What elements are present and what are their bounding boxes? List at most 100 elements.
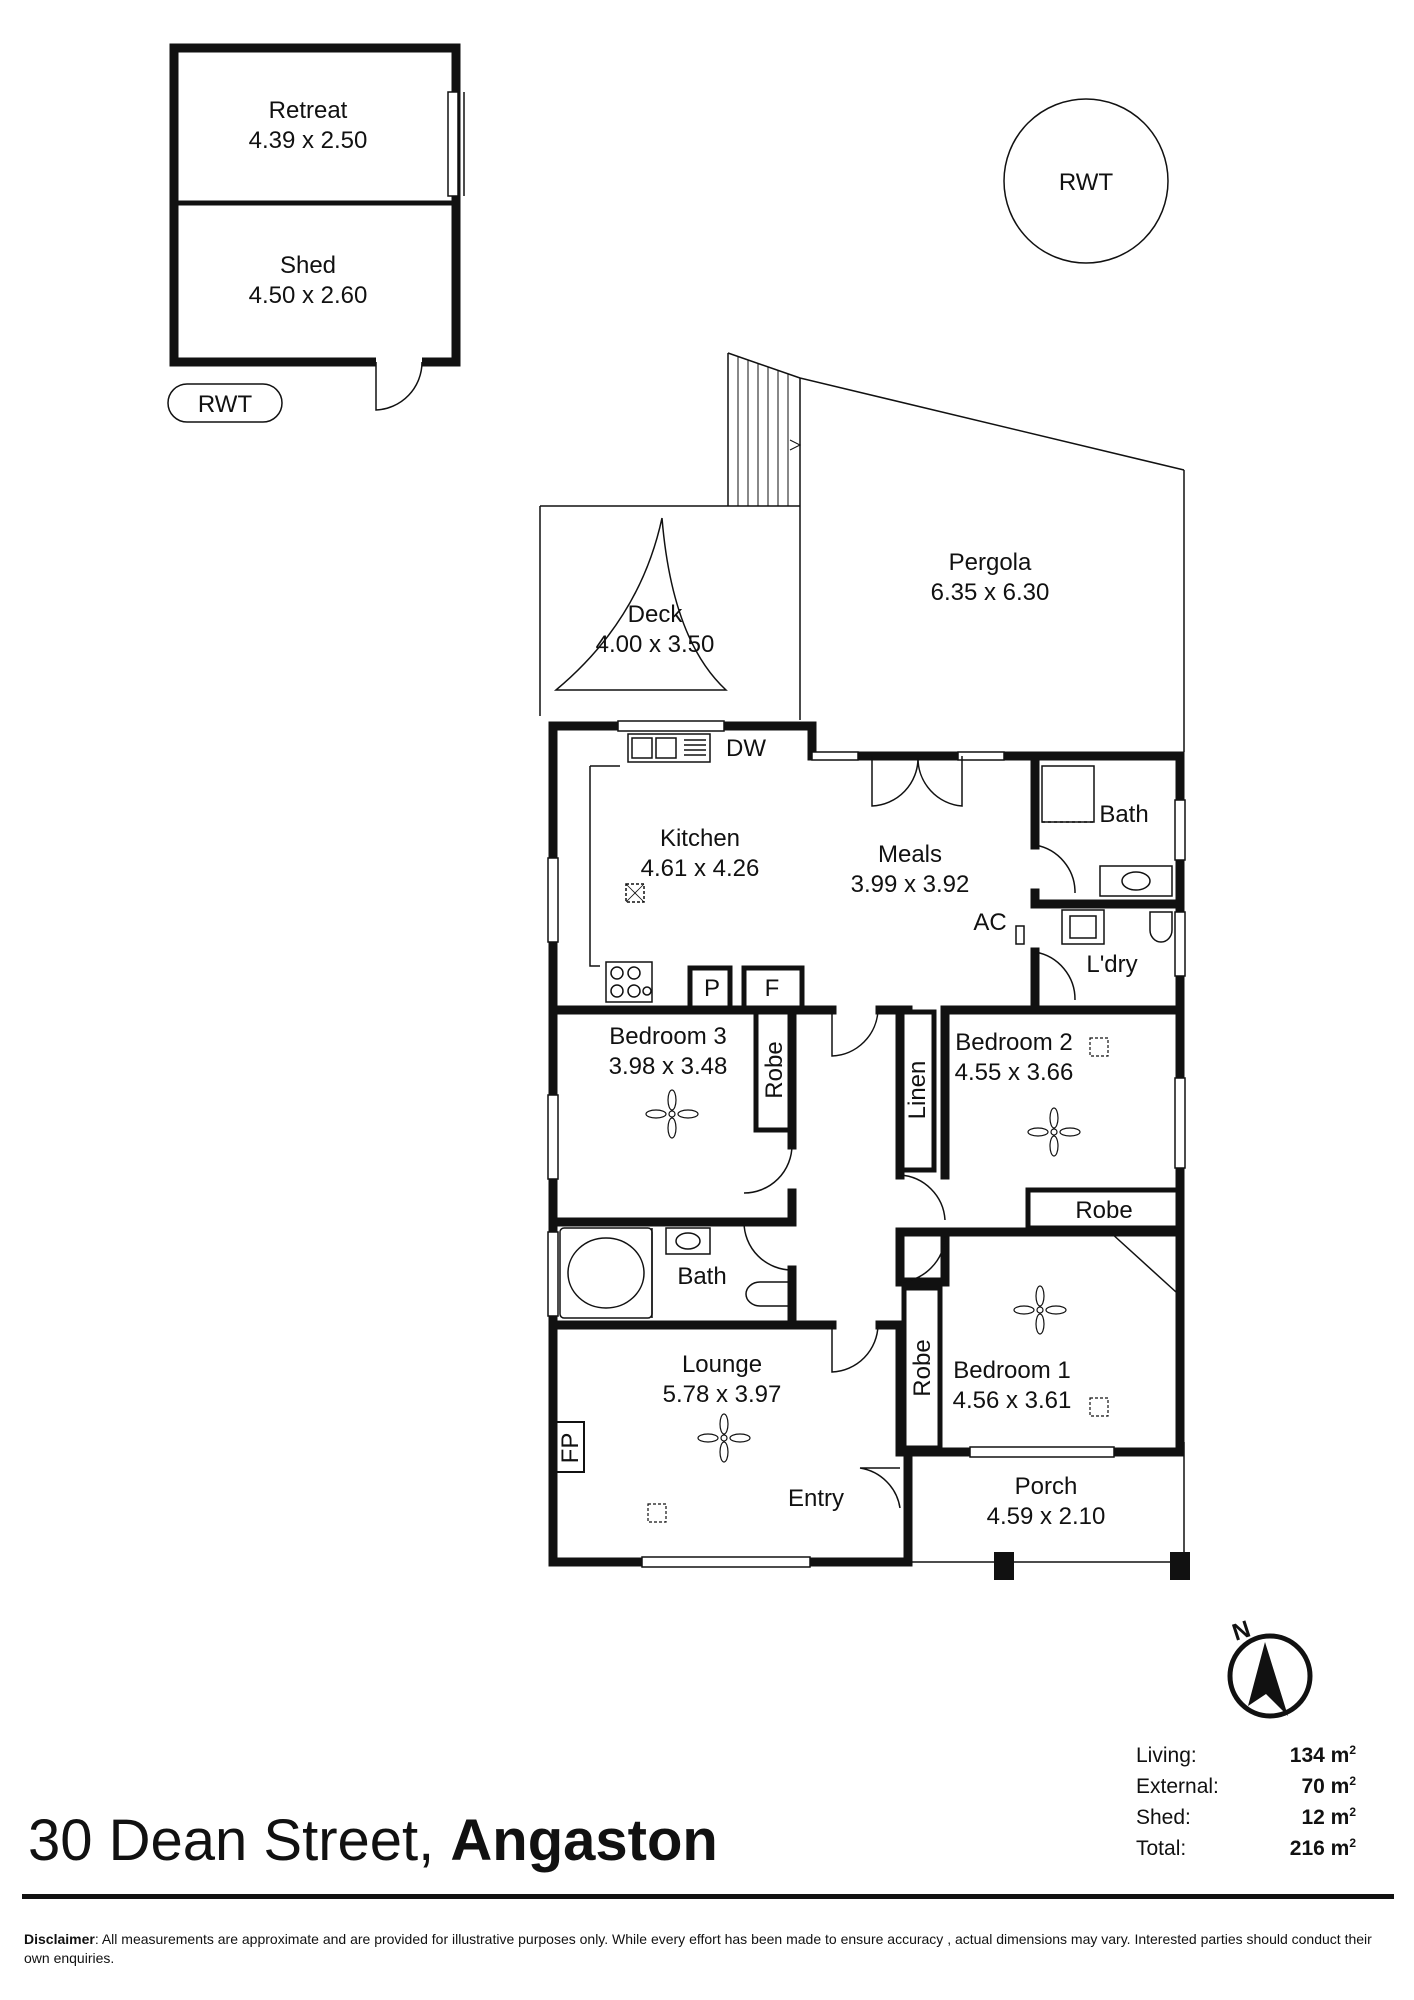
smoke-detector-icon [1089,1397,1109,1417]
basin-icon [665,1227,711,1255]
porch-dims: 4.59 x 2.10 [987,1503,1106,1530]
door-swings [743,844,1177,1509]
ensuite-basin-icon [1099,865,1173,897]
ceiling-fittings [645,1037,1109,1523]
dishwasher-label: DW [726,735,766,762]
ensuite-toilet-icon [1149,911,1173,943]
disclaimer-heading: Disclaimer [24,1931,95,1947]
shade-sail [553,517,728,691]
compass-ring-icon [1227,1633,1313,1719]
area-value: 134 m2 [1289,1743,1356,1767]
bedroom2-dims: 4.55 x 3.66 [955,1059,1074,1086]
property-address: 30 Dean Street, Angaston [28,1812,718,1870]
rwt-round-label: RWT [1059,169,1114,196]
area-row: Shed: 12 m2 [1136,1802,1356,1833]
meals-dims: 3.99 x 3.92 [851,871,970,898]
lounge-dims: 5.78 x 3.97 [663,1381,782,1408]
lounge-label: Lounge [682,1351,762,1378]
bathtub [559,1227,653,1319]
ceiling-fan-icon [1013,1285,1067,1335]
disclaimer-text: : All measurements are approximate and a… [24,1931,1372,1966]
suburb: Angaston [450,1808,718,1873]
area-value: 216 m2 [1289,1836,1356,1860]
bedroom3-dims: 3.98 x 3.48 [609,1053,728,1080]
porch-label: Porch [1015,1473,1078,1500]
robe-b3-label: Robe [761,1041,788,1098]
robes-and-joinery [555,965,1181,1473]
robe-b1 [901,1285,943,1451]
robe-b2-label: Robe [1075,1197,1132,1224]
outbuildings [169,43,465,411]
shed-label: Shed [280,252,336,279]
ceiling-fan-icon [697,1413,751,1463]
ac-label: AC [973,909,1006,936]
laundry-trough-icon [1061,909,1105,945]
smoke-detector-icon [625,883,645,903]
disclaimer: Disclaimer: All measurements are approxi… [24,1930,1394,1968]
fridge-space [741,965,805,1011]
area-label: Living: [1136,1743,1197,1767]
area-value: 70 m2 [1301,1774,1356,1798]
retreat-label: Retreat [269,97,348,124]
kitchen-label: Kitchen [660,825,740,852]
deck-dims: 4.00 x 3.50 [596,631,715,658]
retreat-door [447,91,459,197]
rwt-pill-label: RWT [198,391,253,418]
retreat-dims: 4.39 x 2.50 [249,127,368,154]
kitchen-sink-icon [627,733,711,763]
shed-door-swing [375,361,423,411]
area-summary: Living: 134 m2 External: 70 m2 Shed: 12 … [1136,1740,1356,1864]
fridge-label: F [765,975,780,1002]
pantry [687,965,733,1011]
robe-b2 [1025,1187,1181,1231]
area-label: Total: [1136,1836,1187,1860]
entry-label: Entry [788,1485,844,1512]
windows [547,720,1186,1568]
smoke-detector-icon [1089,1037,1109,1057]
bedroom1-label: Bedroom 1 [953,1357,1070,1384]
pergola-dims: 6.35 x 6.30 [931,579,1050,606]
pantry-label: P [704,975,720,1002]
main-bath-label: Bath [677,1263,726,1290]
ensuite-bath-label: Bath [1099,801,1148,828]
shower-icon [1041,765,1095,823]
meals-label: Meals [878,841,942,868]
north-label: N [1229,1616,1254,1647]
linen-cupboard [897,1009,937,1173]
rwt-tank-round [1003,98,1169,264]
linen-label: Linen [904,1061,931,1120]
deck-label: Deck [628,601,684,628]
cooktop-icon [605,961,653,1003]
meals-french-doors [811,751,1005,807]
area-label: External: [1136,1774,1219,1798]
area-row: External: 70 m2 [1136,1771,1356,1802]
porch-post [1170,1552,1190,1580]
area-row: Living: 134 m2 [1136,1740,1356,1771]
ceiling-fan-icon [645,1089,699,1139]
compass: N [1227,1616,1313,1719]
laundry-label: L'dry [1086,951,1137,978]
house-walls [548,721,1185,1567]
robe-b3 [753,1009,795,1133]
toilet-icon [745,1281,791,1307]
kitchen-dims: 4.61 x 4.26 [641,855,760,882]
fireplace-label: FP [557,1433,584,1464]
porch-post [994,1552,1014,1580]
area-value: 12 m2 [1301,1805,1356,1829]
robe-b1-label: Robe [909,1339,936,1396]
outdoor-areas [539,352,1185,1563]
north-arrow-icon [1248,1642,1288,1716]
area-label: Shed: [1136,1805,1191,1829]
ceiling-fan-icon [1027,1107,1081,1157]
shed-dims: 4.50 x 2.60 [249,282,368,309]
bathroom-fixtures [559,765,1173,1319]
street-address: 30 Dean Street, [28,1808,435,1873]
ac-unit [1015,925,1025,945]
pergola-label: Pergola [949,549,1032,576]
footer-divider [22,1894,1394,1899]
area-row: Total: 216 m2 [1136,1833,1356,1864]
rwt-tank-pill [167,383,283,423]
fireplace [555,1421,585,1473]
bedroom2-label: Bedroom 2 [955,1029,1072,1056]
